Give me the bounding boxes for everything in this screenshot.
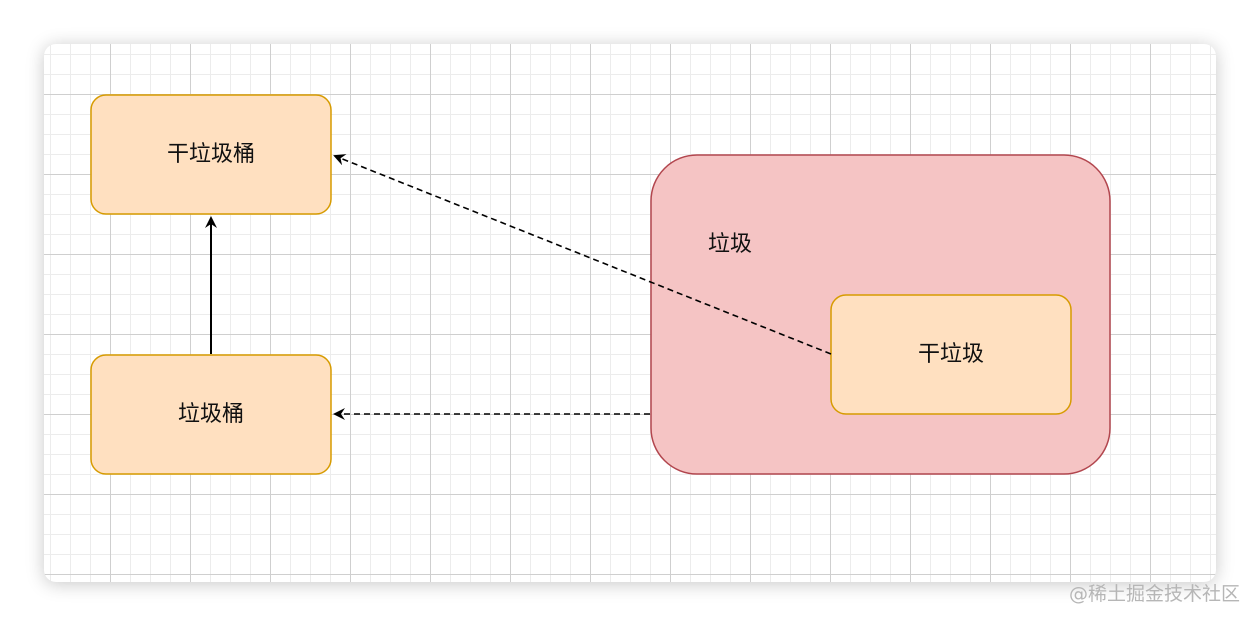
dry-garbage-bin-box [90,94,332,215]
edge-dry-garbage-to-dry-garbage-bin [333,154,832,355]
garbage-bin-label: 垃圾桶 [178,402,244,427]
dry-garbage-bin-label: 干垃圾桶 [167,142,255,167]
watermark-text: @稀土掘金技术社区 [1068,583,1240,605]
dry-garbage-label: 干垃圾 [918,342,984,367]
garbage-bin-node[interactable]: 垃圾桶 [90,354,332,475]
garbage-bin-box [90,354,332,475]
dry-garbage-box [830,294,1072,415]
dry-garbage-bin-node[interactable]: 干垃圾桶 [90,94,332,215]
dry-garbage-node[interactable]: 干垃圾 [830,294,1072,415]
garbage-container-label: 垃圾 [708,232,752,257]
